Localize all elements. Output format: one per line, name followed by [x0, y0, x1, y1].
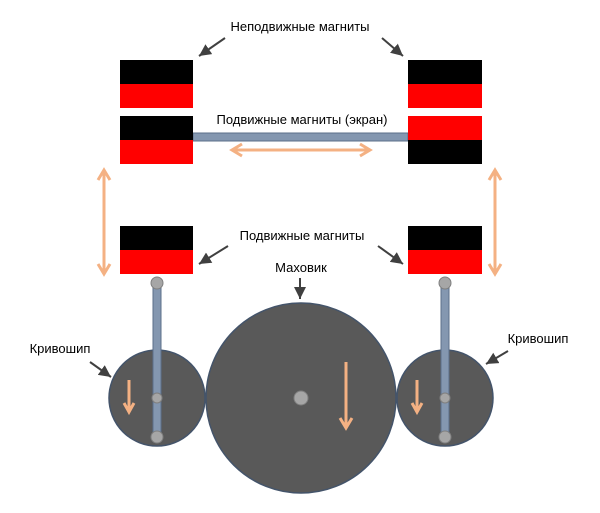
connecting-rod-right	[440, 282, 450, 437]
screen-bar	[192, 132, 409, 142]
moving-magnet-right	[408, 226, 482, 274]
connecting-rod-left	[152, 282, 162, 437]
pointer-arrow	[198, 37, 226, 57]
pointer-arrow	[485, 350, 509, 365]
motion-arrow-vertical-right	[487, 167, 503, 277]
screen-magnet-left	[120, 116, 193, 164]
label-crank-right: Кривошип	[508, 331, 569, 346]
motion-arrow-horizontal	[229, 142, 373, 158]
pointer-arrow	[377, 245, 404, 265]
pivot	[150, 430, 164, 444]
label-moving-magnets-screen: Подвижные магниты (экран)	[217, 112, 388, 127]
motion-arrow-vertical-left	[96, 167, 112, 277]
pivot	[151, 392, 163, 404]
pivot	[293, 390, 309, 406]
label-flywheel: Маховик	[275, 260, 327, 275]
label-crank-left: Кривошип	[30, 341, 91, 356]
pivot	[438, 430, 452, 444]
pivot	[150, 276, 164, 290]
pivots	[150, 276, 452, 444]
pivot	[438, 276, 452, 290]
pointer-arrows	[89, 37, 509, 378]
rotation-arrow-left	[122, 380, 136, 416]
screen-magnet-right	[408, 116, 482, 164]
moving-magnet-left	[120, 226, 193, 274]
rotation-arrow-flywheel	[338, 362, 354, 431]
label-moving-magnets: Подвижные магниты	[240, 228, 365, 243]
pointer-arrow	[198, 245, 229, 265]
fixed-magnet-right	[408, 60, 482, 108]
pivot	[439, 392, 451, 404]
fixed-magnet-left	[120, 60, 193, 108]
label-fixed-magnets: Неподвижные магниты	[230, 19, 369, 34]
pointer-arrow	[381, 37, 404, 57]
pointer-arrow	[89, 361, 112, 378]
rotation-arrow-right	[410, 380, 424, 416]
